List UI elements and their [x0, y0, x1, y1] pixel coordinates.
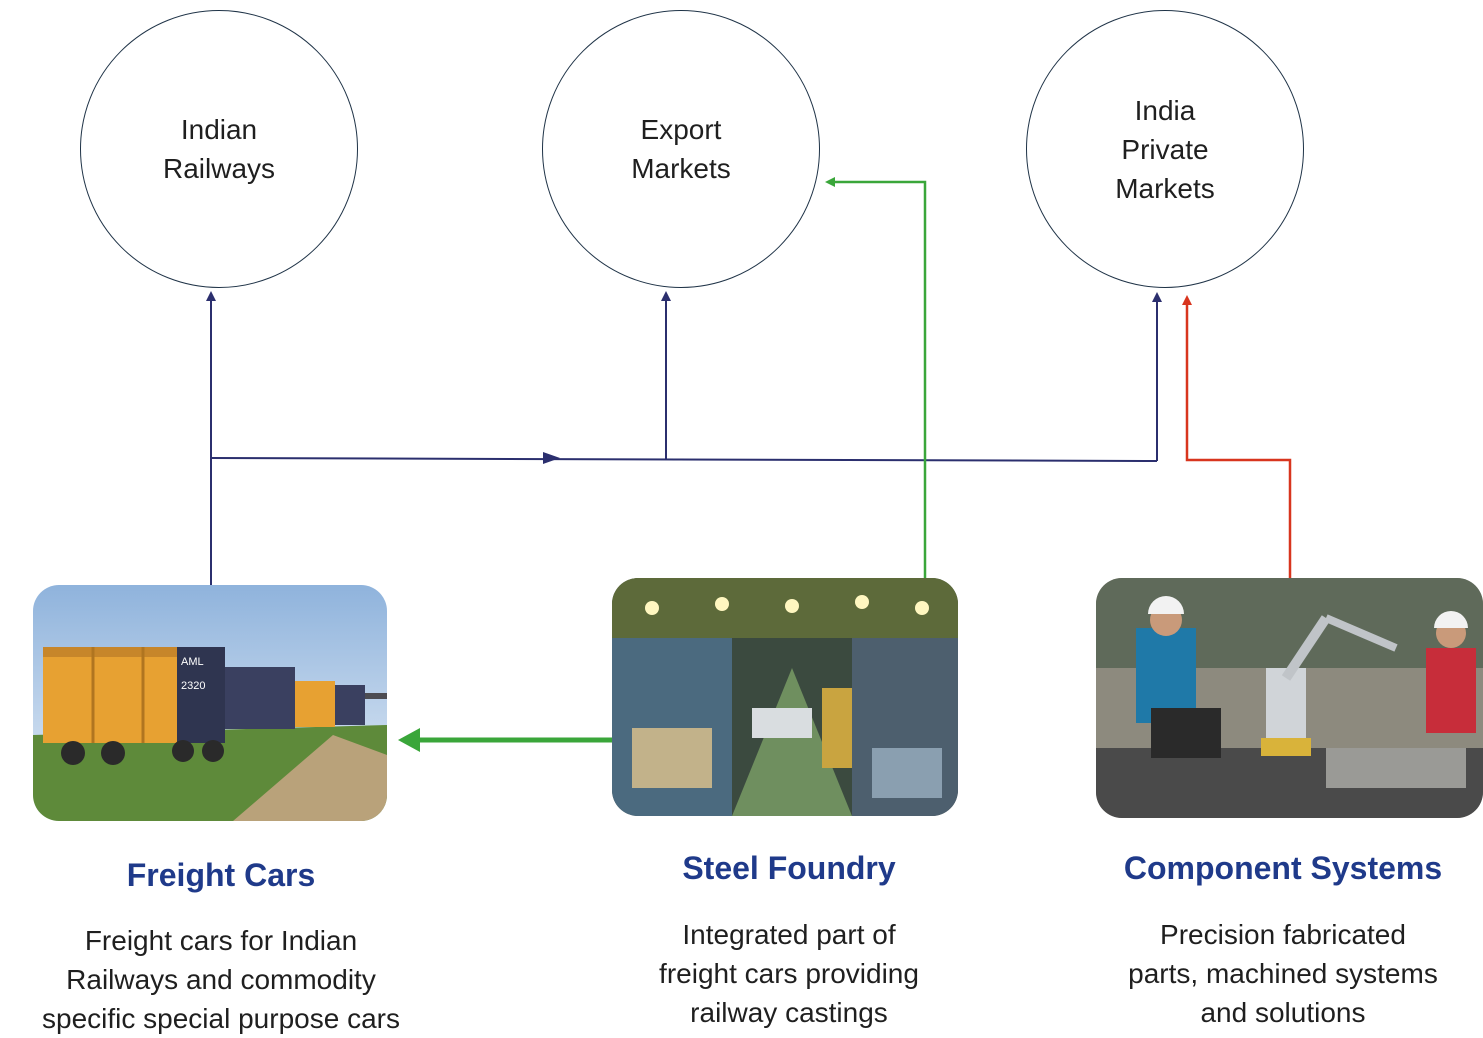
market-label: India Private Markets: [1115, 94, 1215, 204]
connector-foundry-to-export: [825, 177, 927, 580]
wagon-label-aml: AML: [181, 656, 204, 668]
segment-desc-freight-cars: Freight cars for Indian Railways and com…: [42, 925, 400, 1034]
segment-title-steel-foundry: Steel Foundry: [682, 850, 896, 886]
segment-desc-component-systems: Precision fabricated parts, machined sys…: [1128, 919, 1438, 1028]
connector-main-horizontal: [210, 457, 1158, 462]
wagon-label-number: 2320: [181, 680, 205, 692]
market-indian-railways: Indian Railways: [80, 10, 358, 288]
segment-desc-steel-foundry: Integrated part of freight cars providin…: [659, 919, 919, 1028]
steel-foundry-photo: [612, 578, 958, 816]
market-label: Indian Railways: [162, 114, 276, 184]
component-systems-photo: [1096, 578, 1483, 818]
market-label: Export Markets: [631, 114, 731, 184]
market-export-markets: Export Markets: [542, 10, 820, 288]
arrowhead-foundry-to-freight: [398, 728, 420, 752]
segment-title-freight-cars: Freight Cars: [126, 857, 316, 893]
arrowhead-mid: [543, 452, 560, 464]
freight-cars-photo: AML 2320: [33, 585, 387, 821]
segment-title-component-systems: Component Systems: [1123, 850, 1443, 886]
market-india-private: India Private Markets: [1026, 10, 1304, 288]
connector-components-to-private: [1182, 295, 1292, 578]
